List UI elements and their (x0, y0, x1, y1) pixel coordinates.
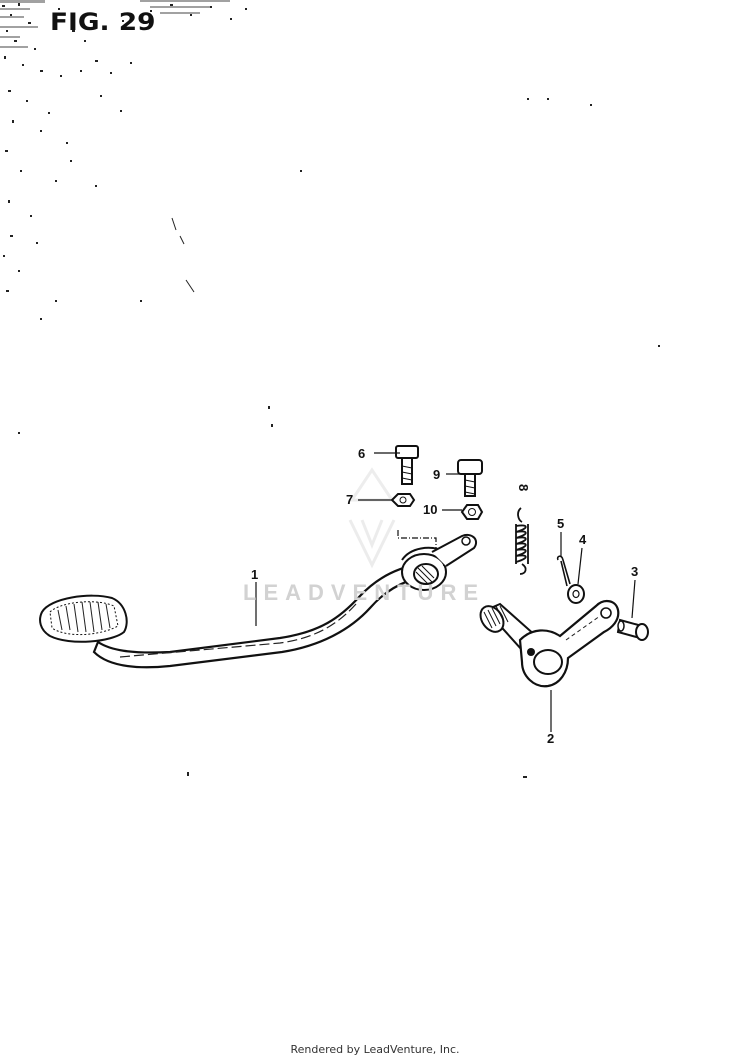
callout-8: 8 (516, 484, 531, 491)
callout-10: 10 (423, 502, 437, 517)
cotter-pin-5 (556, 555, 571, 587)
stray-marks (18, 98, 660, 778)
spring-8 (515, 507, 529, 575)
callout-9: 9 (433, 467, 440, 482)
callout-2: 2 (547, 731, 554, 746)
scan-noise (0, 0, 247, 320)
watermark-text: LEADVENTURE (243, 580, 486, 605)
callout-4: 4 (579, 532, 587, 547)
watermark-logo (348, 467, 396, 569)
pedal-pad (39, 594, 128, 643)
washer-4 (567, 584, 585, 604)
figure-title: FIG. 29 (50, 8, 156, 36)
callout-5: 5 (557, 516, 564, 531)
nut-10 (460, 504, 484, 520)
callout-1: 1 (251, 567, 258, 582)
bolt-6 (395, 445, 419, 485)
footer-credit: Rendered by LeadVenture, Inc. (290, 1043, 460, 1056)
callout-7: 7 (346, 492, 353, 507)
brake-pedal (39, 530, 478, 669)
pin-3 (616, 618, 649, 641)
bolt-9 (457, 459, 483, 497)
brake-shaft-arm (479, 600, 620, 688)
callout-6: 6 (358, 446, 365, 461)
leader-lines (255, 452, 636, 732)
callout-3: 3 (631, 564, 638, 579)
nut-7 (390, 493, 416, 507)
